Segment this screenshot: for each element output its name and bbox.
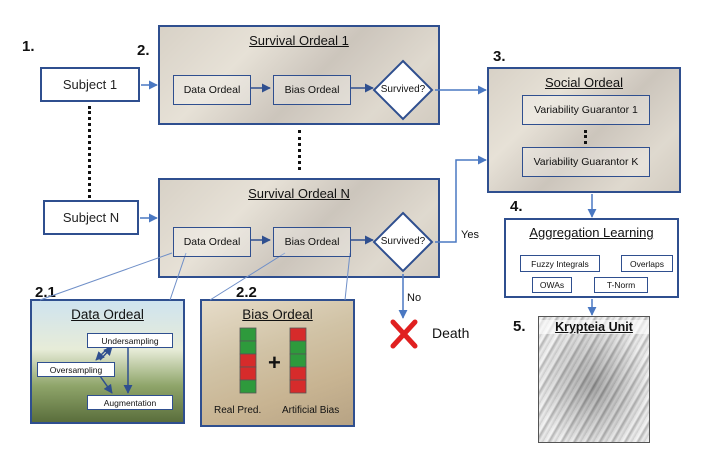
subject-1-box[interactable]: Subject 1 <box>40 67 140 102</box>
owas-box[interactable]: OWAs <box>532 277 572 293</box>
step-3-label: 3. <box>493 48 506 65</box>
artificial-bias-label: Artificial Bias <box>282 405 340 416</box>
ordeal-1-survived-label: Survived? <box>380 84 426 95</box>
variability-guarantor-1-label: Variability Guarantor 1 <box>534 104 638 116</box>
ordeal-n-survived-label: Survived? <box>380 236 426 247</box>
bias-ordeal-detail-panel: Bias Ordeal + Real Pred. Artificial Bias <box>200 299 355 427</box>
social-ordeal-panel: Social Ordeal Variability Guarantor 1 Va… <box>487 67 681 193</box>
ordeal-1-data-label: Data Ordeal <box>183 84 241 96</box>
ordeals-ellipsis-dots <box>298 130 301 170</box>
no-branch-label: No <box>407 292 422 304</box>
step-2-label: 2. <box>137 42 150 59</box>
variability-guarantor-1-box[interactable]: Variability Guarantor 1 <box>522 95 650 125</box>
subject-n-box[interactable]: Subject N <box>43 200 139 235</box>
krypteia-unit-title: Krypteia Unit <box>539 320 649 334</box>
ordeal-1-survived-diamond[interactable] <box>371 58 435 122</box>
oversampling-label: Oversampling <box>49 364 103 375</box>
augmentation-label: Augmentation <box>103 397 157 408</box>
death-x-icon <box>390 319 418 349</box>
krypteia-unit-panel: Krypteia Unit <box>538 316 650 443</box>
variability-guarantor-k-box[interactable]: Variability Guarantor K <box>522 147 650 177</box>
overlaps-label: Overlaps <box>629 258 664 269</box>
death-label: Death <box>432 325 470 341</box>
ordeal-n-data-box[interactable]: Data Ordeal <box>173 227 251 257</box>
augmentation-box[interactable]: Augmentation <box>87 395 173 410</box>
t-norm-box[interactable]: T-Norm <box>594 277 648 293</box>
fuzzy-integrals-box[interactable]: Fuzzy Integrals <box>520 255 600 272</box>
plus-sign: + <box>268 350 281 375</box>
subject-1-label: Subject 1 <box>62 77 118 92</box>
variability-guarantor-k-label: Variability Guarantor K <box>533 156 639 168</box>
aggregation-learning-title: Aggregation Learning <box>529 225 654 240</box>
step-5-label: 5. <box>513 318 526 335</box>
overlaps-box[interactable]: Overlaps <box>621 255 673 272</box>
bias-ordeal-detail-title: Bias Ordeal <box>242 307 313 322</box>
data-ordeal-detail-title: Data Ordeal <box>71 307 144 322</box>
undersampling-label: Undersampling <box>101 335 159 346</box>
ordeal-n-bias-box[interactable]: Bias Ordeal <box>273 227 351 257</box>
subjects-ellipsis-dots <box>88 106 91 198</box>
ordeal-1-bias-box[interactable]: Bias Ordeal <box>273 75 351 105</box>
real-pred-label: Real Pred. <box>214 405 262 416</box>
survival-ordeal-n-title: Survival Ordeal N <box>248 186 350 201</box>
ordeal-n-data-label: Data Ordeal <box>183 236 241 248</box>
aggregation-learning-panel: Aggregation Learning Fuzzy Integrals Ove… <box>504 218 679 298</box>
guarantors-ellipsis-dots <box>584 130 587 144</box>
step-1-label: 1. <box>22 38 35 55</box>
data-ordeal-detail-panel: Data Ordeal Undersampling Oversampling A… <box>30 299 185 424</box>
t-norm-label: T-Norm <box>606 280 636 290</box>
ordeal-1-data-box[interactable]: Data Ordeal <box>173 75 251 105</box>
undersampling-box[interactable]: Undersampling <box>87 333 173 348</box>
zoom-line-data-ordeal-2 <box>39 252 173 301</box>
ordeal-1-bias-label: Bias Ordeal <box>284 84 340 96</box>
survival-ordeal-1-title: Survival Ordeal 1 <box>249 33 349 48</box>
ordeal-n-survived-diamond[interactable] <box>371 210 435 274</box>
step-4-label: 4. <box>510 198 523 215</box>
oversampling-box[interactable]: Oversampling <box>37 362 115 377</box>
fuzzy-integrals-label: Fuzzy Integrals <box>531 258 589 269</box>
owas-label: OWAs <box>539 280 565 290</box>
ordeal-n-bias-label: Bias Ordeal <box>284 236 340 248</box>
yes-branch-label: Yes <box>461 229 479 241</box>
social-ordeal-title: Social Ordeal <box>544 75 624 90</box>
subject-n-label: Subject N <box>62 210 120 225</box>
